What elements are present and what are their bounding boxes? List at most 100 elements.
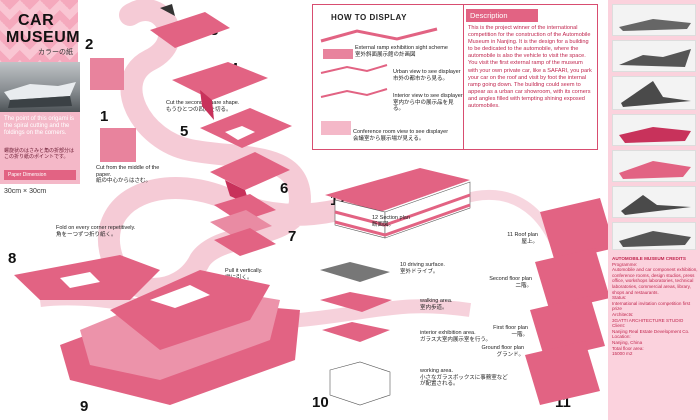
display-item-3: Interior view to see displayer 室内から中の展示品… <box>393 93 463 113</box>
step-9-number: 9 <box>80 398 89 415</box>
display-item-3-en: Interior view to see displayer <box>393 93 463 99</box>
roof-plan-jp: 屋上。 <box>521 238 538 245</box>
how-to-display-title: HOW TO DISPLAY <box>331 13 407 22</box>
driving-en: 10 driving surface. <box>400 262 445 268</box>
model-thumb-7 <box>612 222 696 250</box>
building-photo <box>0 62 80 112</box>
roof-plan-en: 11 Roof plan <box>507 232 538 238</box>
step-5-cut <box>225 126 255 140</box>
step-9-opening <box>150 285 210 308</box>
model-floor-band <box>334 193 471 227</box>
model-thumb-3 <box>612 76 696 110</box>
display-item-1-en: External ramp exhibition sight scheme <box>355 45 448 51</box>
second-floor-jp: 二階。 <box>515 282 532 289</box>
step-6-number: 6 <box>280 180 289 197</box>
working-en: working area. <box>420 368 454 374</box>
credit-line-1: Programme: <box>612 261 638 267</box>
layer-interior <box>322 322 390 342</box>
title-jp: カラーの紙 <box>38 49 73 56</box>
credits-heading: AUTOMOBILE MUSEUM CREDITS <box>612 256 686 261</box>
caption-en: The point of this origami is the spiral … <box>4 116 75 137</box>
description-heading: Description <box>466 9 538 22</box>
interior-label: interior exhibition area. ガラス大室内展示室を行う。 <box>420 330 491 343</box>
display-item-2-jp: 市外の都市から見る。 <box>393 75 449 82</box>
step-7-text-en: Pull it vertically. <box>225 268 263 274</box>
credit-line-10: 3GATTI ARCHITECTURE STUDIO <box>612 317 684 323</box>
step-7-text-jp: 縦に引く。 <box>225 274 253 281</box>
step-8-number: 8 <box>8 250 17 267</box>
ground-floor-label: Ground floor plan グランド。 <box>460 345 525 358</box>
layer-driving <box>320 262 390 282</box>
display-item-1: External ramp exhibition sight scheme 室外… <box>355 45 461 58</box>
display-item-3-jp: 室内から中の展示品を見る。 <box>393 99 454 113</box>
step-8-text: Fold on every corner repetitively. 角をーつず… <box>56 225 166 238</box>
step-1-text-jp: 紙の中心からはさむ。 <box>96 178 152 184</box>
step-7-layer-3 <box>214 228 276 256</box>
step-8-cut <box>60 272 100 288</box>
model-thumb-5 <box>612 150 696 182</box>
ground-floor-jp: グランド。 <box>496 351 524 358</box>
title-line-1: CAR <box>18 12 55 29</box>
credit-line-3: conference rooms, design studios, press <box>612 272 695 278</box>
step-1-text: Cut from the middle of the paper. 紙の中心から… <box>96 165 166 185</box>
step-5-number: 5 <box>180 123 189 140</box>
display-item-1-jp: 室外斜面展示館の計画図 <box>355 51 416 58</box>
step-1-paper <box>100 128 136 162</box>
credit-line-15: Total floor area: <box>612 345 644 351</box>
driving-jp: 室外ドライブ。 <box>400 268 439 275</box>
title-panel: CAR MUSEUM カラーの紙 <box>0 0 81 62</box>
interior-en: interior exhibition area. <box>420 330 476 336</box>
credit-line-12: Nanjing Real Estate Development Co. <box>612 328 690 334</box>
display-item-2: Urban view to see displayer 市外の都市から見る。 <box>393 69 463 82</box>
roof-plan-label: 11 Roof plan 屋上。 <box>498 232 538 245</box>
caption-box: The point of this origami is the spiral … <box>0 112 80 184</box>
step-2-paper <box>90 58 124 90</box>
title-line-2: MUSEUM <box>6 29 81 46</box>
interior-jp: ガラス大室内展示室を行う。 <box>420 336 492 343</box>
display-item-4-jp: 会議室から展示場が見える。 <box>353 135 425 142</box>
section-plan-label: 12 Section plan 断面図。 <box>372 215 410 228</box>
layer-working <box>329 361 391 406</box>
walking-en: walking area. <box>420 298 453 304</box>
display-diagrams <box>320 27 438 135</box>
credit-line-8: International invitation competition fir… <box>612 300 691 312</box>
credit-line-5: laboratories, commercial areas, library, <box>612 283 691 289</box>
model-thumb-2 <box>612 40 696 72</box>
caption-jp: 螺旋状のはさみと角の折部分はこの折り紙のポイントです。 <box>4 148 75 161</box>
second-floor-en: Second floor plan <box>489 276 532 282</box>
how-to-display-panel: HOW TO DISPLAY External ramp exhibition … <box>312 4 464 150</box>
credit-line-13: Location: <box>612 334 631 340</box>
section-plan-jp: 断面図。 <box>372 221 395 228</box>
ground-floor-en: Ground floor plan <box>481 345 525 351</box>
section-plan-en: 12 Section plan <box>372 215 410 221</box>
layer-walking <box>320 292 392 312</box>
credits-block: AUTOMOBILE MUSEUM CREDITS Programme: Aut… <box>612 256 698 357</box>
credit-line-7: Status: <box>612 295 627 301</box>
first-floor-jp: 一階。 <box>511 331 528 338</box>
credit-line-6: shops and restaurants. <box>612 289 659 295</box>
step-6-paper <box>210 152 290 190</box>
model-floor-band-2 <box>334 203 471 237</box>
credit-line-16: 15000 m2 <box>612 351 633 357</box>
credit-line-9: Architects: <box>612 311 634 317</box>
step-9-top <box>110 270 270 350</box>
working-jp: 小さなガラスボックスに事務室などが配置される。 <box>420 374 508 388</box>
model-roof <box>325 168 470 212</box>
step-8-text-en: Fold on every corner repetitively. <box>56 225 136 231</box>
step-3-paper <box>150 12 230 48</box>
step-7-text: Pull it vertically. 縦に引く。 <box>225 268 285 281</box>
display-item-4: Conference room view to see displayer 会議… <box>353 129 461 142</box>
driving-label: 10 driving surface. 室外ドライブ。 <box>400 262 445 275</box>
first-floor-label: First floor plan 一階。 <box>468 325 528 338</box>
model-thumb-1 <box>612 4 696 36</box>
step-4-fold <box>200 90 214 120</box>
step-10-number: 10 <box>312 394 329 411</box>
paper-dimension-label: Paper Dimension <box>4 170 76 180</box>
step-1-text-en: Cut from the middle of the paper. <box>96 165 160 178</box>
second-floor-plan <box>535 248 610 312</box>
step-7-layer-2 <box>210 210 272 238</box>
ground-floor-plan <box>525 341 600 405</box>
step-2-number: 2 <box>85 36 94 53</box>
